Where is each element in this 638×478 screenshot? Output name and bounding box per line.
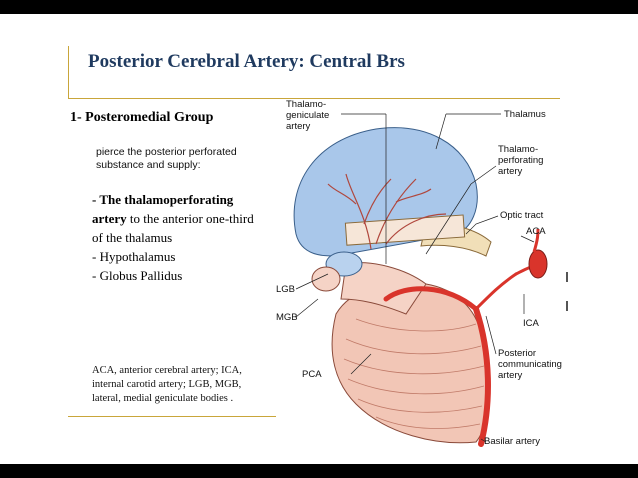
aca-shape: [532, 228, 540, 253]
pca-shape: [383, 286, 479, 312]
label-basilar-artery: Basilar artery: [484, 436, 540, 447]
posterior-communicating-shape: [474, 272, 518, 311]
label-thalamo-perforating-2: perforating: [498, 155, 543, 166]
label-pca: PCA: [302, 369, 322, 380]
ica-shape: [528, 249, 548, 279]
label-ica: ICA: [523, 318, 540, 329]
pca-diagram: Thalamo- geniculate artery Thalamus Thal…: [276, 99, 562, 447]
perforated-substance: [344, 214, 466, 246]
pons-striations: [343, 318, 485, 429]
basilar-artery-shape: [473, 306, 491, 447]
label-posterior-communicating-3: artery: [498, 370, 523, 381]
label-aca: ACA: [526, 226, 546, 237]
section-heading: 1- Posteromedial Group: [70, 110, 214, 125]
mgb-shape: [311, 266, 341, 292]
thalamic-branches: [327, 173, 447, 250]
label-thalamo-perforating-1: Thalamo-: [498, 144, 538, 155]
abbreviation-note: ACA, anterior cerebral artery; ICA, inte…: [92, 365, 242, 404]
supply-list: - The thalamoperforating artery to the a…: [92, 190, 282, 285]
list-item-1-line-1: - The thalamoperforating: [92, 190, 282, 209]
label-thalamo-geniculate-1: Thalamo-: [286, 99, 326, 110]
label-lgb: LGB: [276, 284, 295, 295]
leader-lines: [295, 113, 535, 443]
list-item-1-line-3: of the thalamus: [92, 230, 173, 245]
edge-mark-1: [566, 272, 568, 282]
list-item-1-bold-a: - The thalamoperforating: [92, 192, 234, 207]
list-item-1-rest-a: to the anterior one-third: [126, 211, 254, 226]
accent-rule-top: [68, 98, 560, 99]
accent-rule-vertical: [68, 46, 69, 98]
label-mgb: MGB: [276, 312, 298, 323]
label-thalamo-geniculate-3: artery: [286, 121, 311, 132]
label-thalamus: Thalamus: [504, 109, 546, 120]
edge-mark-2: [566, 301, 568, 311]
arteries: [383, 264, 540, 447]
label-optic-tract: Optic tract: [500, 210, 544, 221]
list-item-1-bold-b: artery: [92, 211, 127, 226]
list-item-2: - Hypothalamus: [92, 249, 176, 264]
accent-rule-bottom: [68, 416, 276, 417]
list-item-3: - Globus Pallidus: [92, 268, 183, 283]
slide-title: Posterior Cerebral Artery: Central Brs: [88, 51, 405, 72]
slide: Posterior Cerebral Artery: Central Brs 1…: [0, 14, 638, 464]
label-posterior-communicating-1: Posterior: [498, 348, 536, 359]
label-thalamo-geniculate-2: geniculate: [286, 110, 329, 121]
label-posterior-communicating-2: communicating: [498, 359, 562, 370]
list-item-1-line-2: artery to the anterior one-third: [92, 209, 282, 228]
label-thalamo-perforating-3: artery: [498, 166, 523, 177]
cerebral-peduncle: [340, 262, 427, 315]
intro-text: pierce the posterior perforated substanc…: [96, 146, 237, 171]
